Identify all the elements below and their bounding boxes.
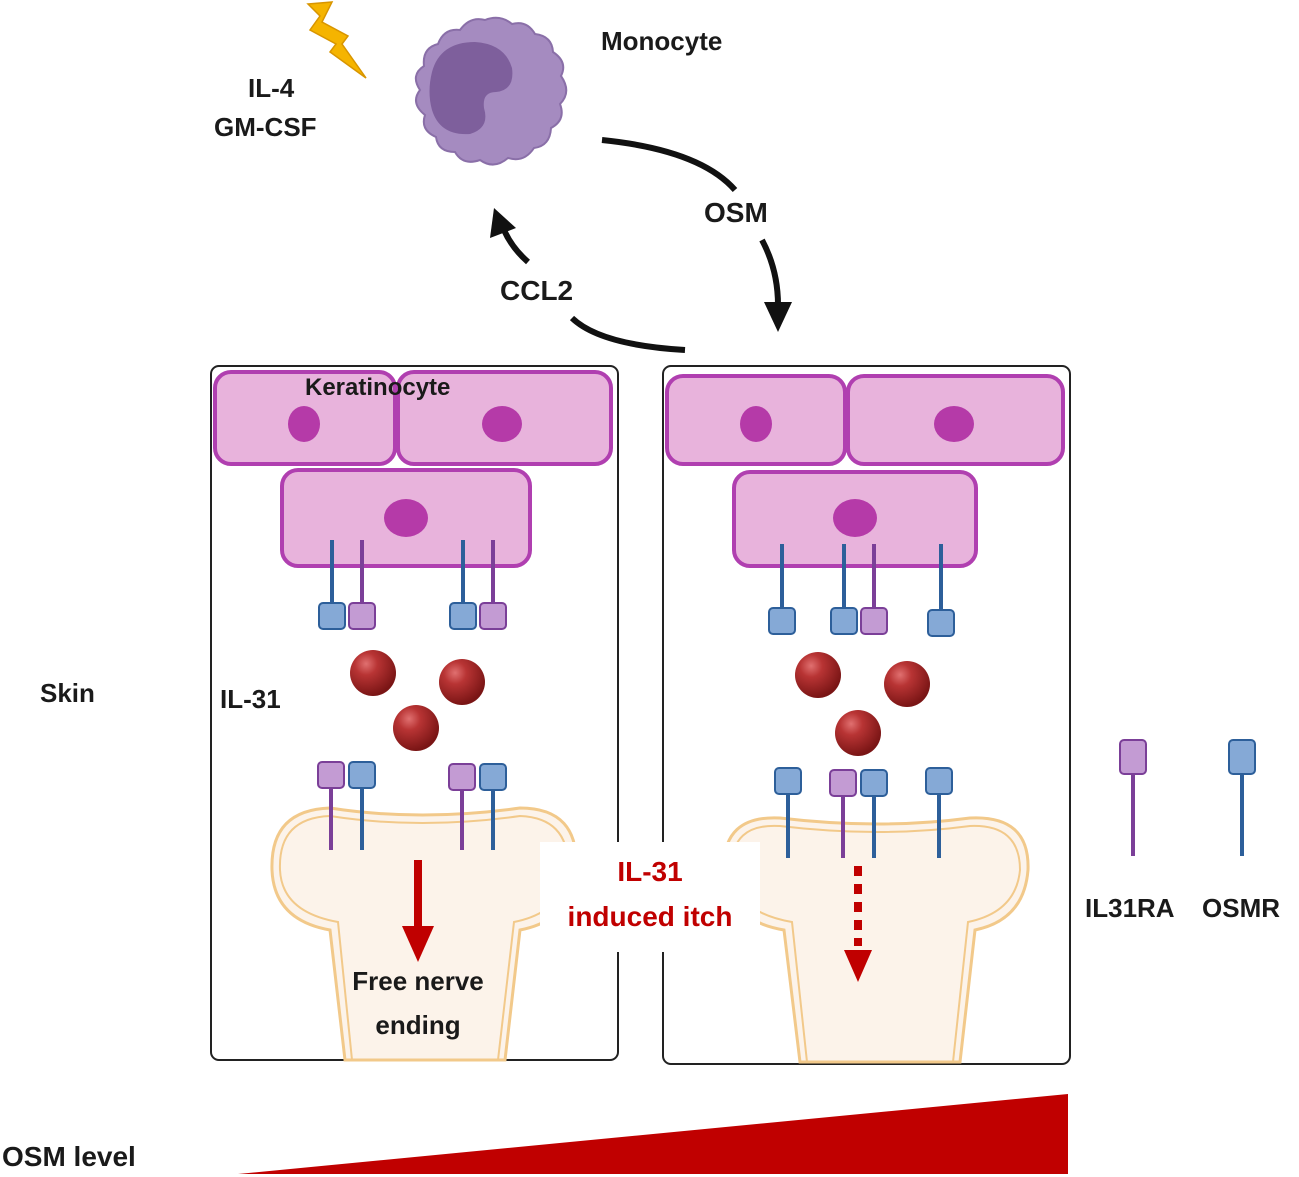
il31-molecule xyxy=(350,650,396,696)
receptor-il31ra xyxy=(860,544,888,635)
itch-signal-arrowhead xyxy=(402,926,434,962)
il31-molecule xyxy=(835,710,881,756)
il31-molecule xyxy=(439,659,485,705)
receptor-osmr xyxy=(768,544,796,635)
keratinocyte-label: Keratinocyte xyxy=(305,374,450,401)
receptor-osmr xyxy=(449,540,477,630)
nucleus xyxy=(482,406,522,442)
il31-label: IL-31 xyxy=(220,684,281,714)
nucleus xyxy=(934,406,974,442)
osm-arrow xyxy=(601,137,738,193)
il31-molecule xyxy=(795,652,841,698)
legend-osmr-label: OSMR xyxy=(1202,893,1280,923)
osm-arrowhead xyxy=(764,302,792,332)
il4-label: IL-4 xyxy=(248,73,295,103)
osm-level-label: OSM level xyxy=(2,1141,136,1172)
ccl2-arrowhead xyxy=(490,208,516,238)
receptor-osmr xyxy=(860,769,888,858)
monocyte xyxy=(414,16,568,166)
osm-level-wedge xyxy=(238,1094,1068,1174)
osm-label: OSM xyxy=(704,197,768,228)
legend-il31ra-label: IL31RA xyxy=(1085,893,1175,923)
ccl2-arrow xyxy=(569,315,686,353)
nucleus xyxy=(833,499,877,537)
osm-arrow-lower xyxy=(759,238,781,306)
receptor-il31ra xyxy=(479,540,507,630)
receptor-osmr xyxy=(348,761,376,850)
lightning-icon xyxy=(306,1,367,79)
legend-osmr-symbol xyxy=(1228,739,1256,856)
ccl2-arrow-upper xyxy=(501,228,530,265)
ccl2-label: CCL2 xyxy=(500,275,573,306)
monocyte-label: Monocyte xyxy=(601,26,722,56)
itch-label-line1: IL-31 xyxy=(617,856,682,887)
itch-label-box xyxy=(540,842,760,952)
il31-molecule xyxy=(393,705,439,751)
receptor-osmr xyxy=(479,763,507,850)
receptor-il31ra xyxy=(829,769,857,858)
skin-label: Skin xyxy=(40,678,95,708)
receptor-il31ra xyxy=(348,540,376,630)
monocyte-nucleus xyxy=(429,42,513,135)
receptor-osmr xyxy=(927,544,955,637)
receptor-il31ra xyxy=(317,761,345,850)
receptor-il31ra xyxy=(448,763,476,850)
panel-high-osm xyxy=(662,365,1071,1065)
il31-molecule xyxy=(884,661,930,707)
nucleus xyxy=(288,406,320,442)
nerve-label-line1: Free nerve xyxy=(352,966,484,996)
legend-il31ra-symbol xyxy=(1119,739,1147,856)
itch-label-line2: induced itch xyxy=(568,901,733,932)
itch-signal-arrowhead xyxy=(844,950,872,982)
receptor-osmr xyxy=(925,767,953,858)
receptor-osmr xyxy=(830,544,858,635)
nucleus xyxy=(740,406,772,442)
panel-low-osm xyxy=(210,365,619,1062)
nerve-label-line2: ending xyxy=(375,1010,460,1040)
receptor-osmr xyxy=(774,767,802,858)
gmcsf-label: GM-CSF xyxy=(214,112,317,142)
nucleus xyxy=(384,499,428,537)
legend: IL31RA OSMR xyxy=(1085,739,1280,923)
receptor-osmr xyxy=(318,540,346,630)
